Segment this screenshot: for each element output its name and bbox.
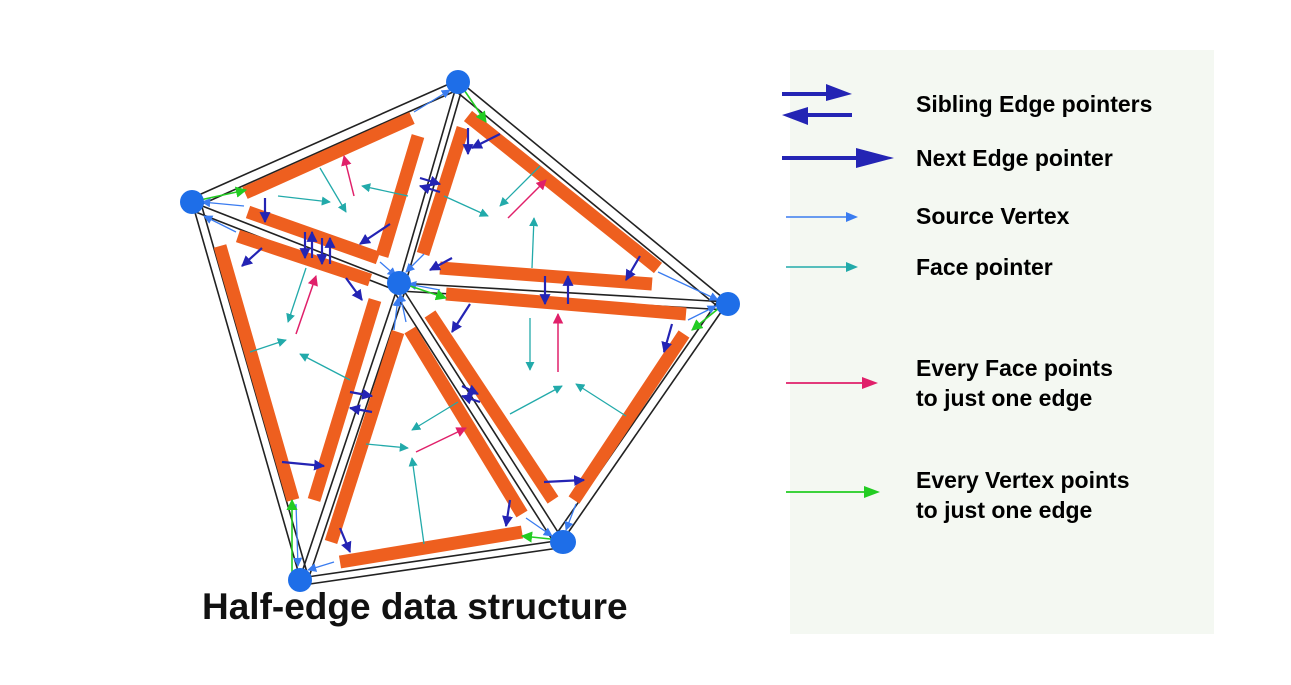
half-edge bbox=[568, 330, 690, 504]
vertex bbox=[180, 190, 204, 214]
legend-label-face-edge-line1: Every Face points bbox=[916, 355, 1113, 381]
half-edge bbox=[463, 110, 663, 274]
half-edge bbox=[445, 287, 687, 321]
legend-label-face-edge-line2: to just one edge bbox=[916, 385, 1093, 411]
face-pointers bbox=[249, 165, 627, 545]
half-edge bbox=[424, 310, 559, 504]
half-edge bbox=[338, 525, 524, 569]
vertex bbox=[716, 292, 740, 316]
half-edge bbox=[416, 126, 470, 256]
half-edge bbox=[242, 112, 415, 199]
sibling-edge-arrows-icon bbox=[782, 84, 852, 125]
vertex bbox=[446, 70, 470, 94]
half-edge bbox=[404, 326, 528, 518]
half-edge bbox=[213, 244, 300, 502]
vertex-to-edge-pointers bbox=[199, 83, 725, 572]
vertex bbox=[387, 271, 411, 295]
legend-label-vertex-edge-line1: Every Vertex points bbox=[916, 467, 1130, 493]
legend-label-sibling-edge: Sibling Edge pointers bbox=[916, 91, 1153, 117]
face-to-edge-arrow-icon bbox=[786, 377, 878, 389]
legend-label-source-vertex: Source Vertex bbox=[916, 203, 1070, 229]
half-edge bbox=[375, 134, 425, 258]
next-edge-arrow-icon bbox=[782, 148, 894, 168]
source-vertex-pointers bbox=[201, 89, 719, 572]
half-edges bbox=[213, 110, 690, 569]
face-pointer-arrow-icon bbox=[786, 262, 858, 272]
vertex-to-edge-arrow-icon bbox=[786, 486, 880, 498]
legend-label-next-edge: Next Edge pointer bbox=[916, 145, 1113, 171]
source-vertex-arrow-icon bbox=[786, 212, 858, 222]
face-to-edge-pointers bbox=[295, 154, 564, 453]
diagram-caption: Half-edge data structure bbox=[202, 586, 628, 627]
legend-label-vertex-edge-line2: to just one edge bbox=[916, 497, 1093, 523]
legend-panel bbox=[790, 50, 1214, 634]
vertex bbox=[288, 568, 312, 592]
vertex bbox=[550, 530, 576, 554]
half-edge bbox=[324, 330, 405, 544]
next-and-sibling-pointers bbox=[241, 128, 674, 554]
vertices bbox=[180, 70, 740, 592]
legend-label-face-pointer: Face pointer bbox=[916, 254, 1053, 280]
